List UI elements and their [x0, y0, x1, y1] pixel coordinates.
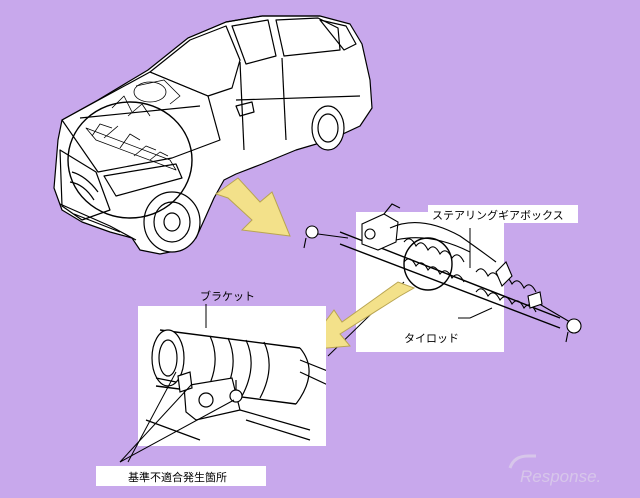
gearbox-label: ステアリングギアボックス	[432, 208, 564, 222]
response-watermark-logo: Response.	[508, 454, 601, 486]
defect-label-box	[96, 466, 266, 486]
bracket-label: ブラケット	[200, 289, 255, 303]
watermark-text: Response.	[520, 467, 601, 486]
defect-label: 基準不適合発生箇所	[128, 470, 227, 484]
car-illustration	[53, 15, 373, 255]
tierod-label: タイロッド	[404, 332, 459, 345]
tierod-label-box	[400, 328, 456, 346]
bracket-detail-panel	[119, 300, 326, 463]
gearbox-label-box	[428, 205, 578, 223]
arrow-car-to-gearbox	[214, 177, 291, 237]
bracket-label-box	[196, 286, 262, 304]
